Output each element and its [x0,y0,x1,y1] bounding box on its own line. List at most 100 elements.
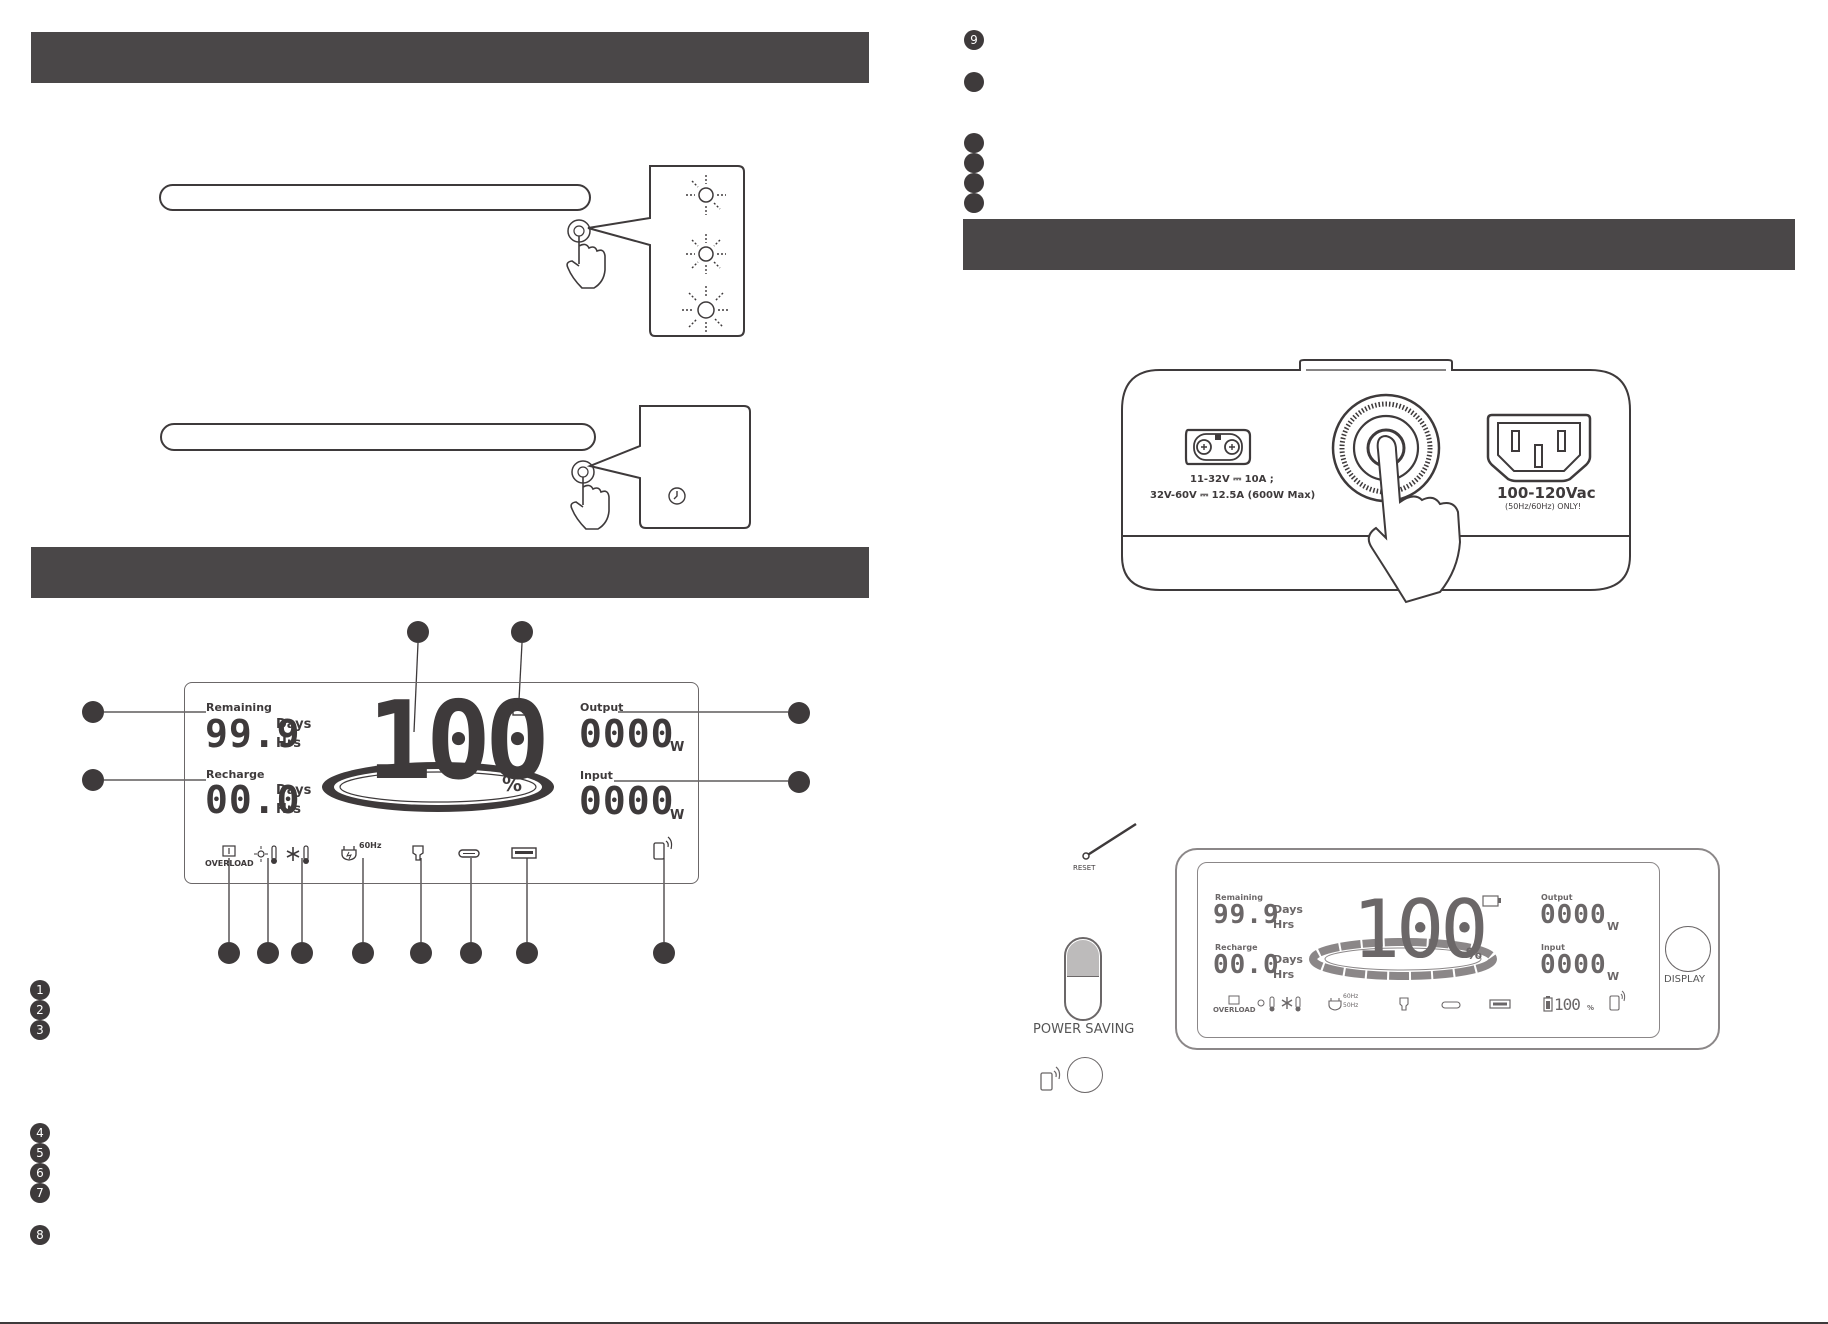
output-value: 0000 [579,712,675,756]
high-temp-icon [1257,996,1275,1012]
phone-wireless-icon [653,836,673,860]
sun-icon [686,175,726,215]
list-bullet [964,133,984,153]
low-temp-icon [1281,996,1301,1012]
callout-dot [291,942,313,964]
fp-output-label: Output [1541,893,1573,902]
recharge-label: Recharge [206,768,265,781]
fp-input-watt: W [1607,970,1620,983]
dc-output-icon [1399,997,1409,1011]
usb-a-icon [1489,999,1511,1009]
sun-icon [686,234,726,274]
callout-leader-lines [104,642,788,942]
fp-battery-small-unit: % [1587,1004,1595,1012]
input-watt-unit: W [670,808,685,823]
battery-ring-gauge [322,762,554,812]
fp-battery-percent-sign: % [1466,944,1483,963]
light-strip-1 [159,184,591,211]
plug-icon [341,846,357,861]
page-bottom-rule [0,1322,1828,1324]
dc-port-icon [1184,428,1252,466]
fp-remaining-hrs: Hrs [1273,918,1295,931]
callout-dot [410,942,432,964]
callout-dot [218,942,240,964]
fp-recharge-hrs: Hrs [1273,968,1295,981]
sun-icon [682,286,730,334]
remaining-value: 99.9 [205,712,301,756]
list-bullet [964,72,984,92]
high-temp-icon [254,845,277,864]
dc-output-icon [412,845,424,861]
front-panel-screen [1197,862,1660,1038]
callout-dot [82,769,104,791]
fp-remaining-value: 99.9 [1213,900,1280,930]
output-watt-unit: W [670,740,685,755]
wireless-button[interactable] [1067,1057,1103,1093]
list-bullet [964,173,984,193]
recharge-days-unit: Days [276,783,312,798]
lcd-display-panel [184,682,699,884]
recharge-value: 00.0 [205,778,301,822]
list-number-4: 4 [30,1123,50,1143]
fp-battery-small-value: 100 [1554,995,1581,1014]
list-number-8: 8 [30,1225,50,1245]
phone-wireless-icon [1609,990,1626,1011]
fp-overload-label: OVERLOAD [1213,1006,1256,1014]
fp-recharge-value: 00.0 [1213,950,1280,980]
low-temp-icon [286,845,309,864]
callout-dot [257,942,279,964]
callout-dot [653,942,675,964]
list-bullet [964,193,984,213]
callout-dot [407,621,429,643]
remaining-label: Remaining [206,701,272,714]
light-strip-1-callout [587,165,745,337]
fp-output-value: 0000 [1540,900,1607,930]
power-saving-switch[interactable] [1064,937,1102,1021]
fp-battery-percent-value: 100 [1352,883,1488,976]
remaining-days-unit: Days [276,717,312,732]
list-number-9: 9 [964,30,984,50]
usb-c-icon [1441,1001,1461,1009]
frequency-label: 60Hz [359,841,382,850]
fp-battery-ring-gauge [1309,938,1497,980]
touch-hand-icon [566,219,606,289]
overload-label: OVERLOAD [205,859,254,868]
callout-dot [788,702,810,724]
fp-recharge-days: Days [1273,953,1303,966]
callout-dot [516,942,538,964]
input-value: 0000 [579,779,675,823]
fp-input-label: Input [1541,943,1565,952]
battery-icon [1482,895,1501,907]
ac-voltage-label: 100-120Vac [1497,484,1596,502]
dc-spec-line-1: 11-32V ⎓ 10A ; [1190,474,1274,485]
fp-remaining-days: Days [1273,903,1303,916]
front-panel-frame [1175,848,1720,1050]
battery-percent-value: 100 [367,679,550,804]
plug-icon [1328,998,1342,1011]
overload-icon [1228,995,1240,1005]
recharge-hrs-unit: Hrs [276,802,302,817]
fp-input-value: 0000 [1540,950,1607,980]
battery-percent-sign: % [502,772,523,796]
list-number-1: 1 [30,980,50,1000]
overload-icon [222,845,236,857]
section-header-bar-top-right [963,219,1795,270]
input-label: Input [580,769,613,782]
remaining-hrs-unit: Hrs [276,736,302,751]
section-header-bar-top-left [31,32,869,83]
list-number-7: 7 [30,1183,50,1203]
callout-dot [511,621,533,643]
dc-spec-line-2: 32V-60V ⎓ 12.5A (600W Max) [1150,490,1316,501]
touch-hand-icon [570,460,610,530]
battery-icon [1543,996,1553,1012]
section-header-bar-mid-left [31,547,869,598]
display-button[interactable] [1665,926,1711,972]
light-strip-2 [160,423,596,451]
list-number-2: 2 [30,1000,50,1020]
ac-frequency-note: (50Hz/60Hz) ONLY! [1505,502,1582,511]
power-saving-label: POWER SAVING [1033,1022,1135,1037]
fp-freq-50: 50Hz [1343,1002,1359,1009]
fp-recharge-label: Recharge [1215,943,1258,952]
battery-icon [512,703,533,716]
callout-dot [82,701,104,723]
